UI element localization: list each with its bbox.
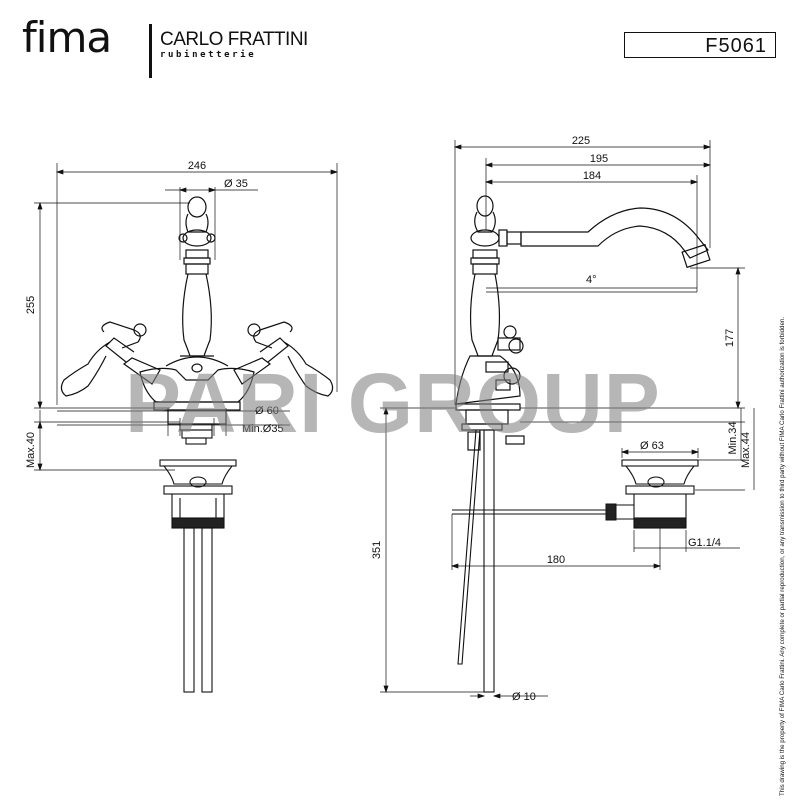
dim-waste-thread [633, 530, 740, 552]
dim-pipe-dia-label: Ø 10 [512, 691, 536, 703]
dim-side-spout [484, 175, 699, 292]
dim-waste-dia-label: Ø 63 [640, 440, 664, 452]
dim-waste-thread-label: G1.1/4 [688, 537, 721, 549]
dim-front-max [34, 410, 180, 472]
dim-side-height-label: 177 [724, 329, 736, 347]
dim-side-reach [484, 158, 712, 230]
copyright-notice: This drawing is the property of FIMA Car… [779, 316, 786, 796]
front-waste [159, 459, 237, 529]
dim-front-height-label: 255 [25, 296, 37, 314]
dim-side-spout-label: 184 [583, 170, 601, 182]
dim-pipe-length [380, 406, 484, 694]
fima-logo: fima [22, 13, 112, 62]
dim-rod-length [450, 514, 662, 570]
dim-side-angle-label: 4° [586, 274, 597, 286]
side-pipe [457, 429, 495, 693]
dim-front-base-dia-label: Ø 60 [255, 405, 279, 417]
dim-pipe-dia [470, 693, 548, 699]
carlo-frattini-logo: CARLO FRATTINI [160, 29, 308, 50]
dim-side-angle [486, 287, 697, 293]
logo-divider [149, 24, 152, 78]
dim-side-total-label: 225 [572, 135, 590, 147]
side-mixer-body [455, 195, 711, 451]
dim-front-max-label: Max.40 [25, 432, 37, 468]
front-pipes [183, 527, 213, 693]
side-rod [452, 503, 635, 521]
side-waste [621, 459, 699, 529]
dim-side-min-max [520, 408, 755, 491]
dim-side-max-label: Max.44 [740, 432, 752, 468]
dim-rod-length-label: 180 [547, 554, 565, 566]
brand-tagline: rubinetterie [160, 50, 257, 60]
product-code-box: F5061 [624, 32, 776, 58]
front-mixer-body [60, 196, 334, 425]
dim-side-min-label: Min.34 [727, 421, 739, 454]
product-code: F5061 [705, 35, 767, 57]
dim-front-height [34, 201, 190, 410]
front-fixing [179, 423, 213, 445]
dim-front-hole-label: Min.Ø35 [242, 423, 284, 435]
dim-pipe-length-label: 351 [371, 541, 383, 559]
side-view: 225 195 184 4° 177 [371, 135, 755, 703]
dim-side-height [520, 266, 745, 410]
dim-side-total [453, 140, 712, 405]
dim-front-width-label: 246 [188, 160, 206, 172]
dim-front-spout-dia-label: Ø 35 [224, 178, 248, 190]
dim-front-spout-dia [165, 187, 258, 260]
front-view: 246 Ø 35 255 Max.40 [25, 160, 339, 693]
dim-waste-dia [620, 448, 700, 458]
dim-side-reach-label: 195 [590, 153, 608, 165]
